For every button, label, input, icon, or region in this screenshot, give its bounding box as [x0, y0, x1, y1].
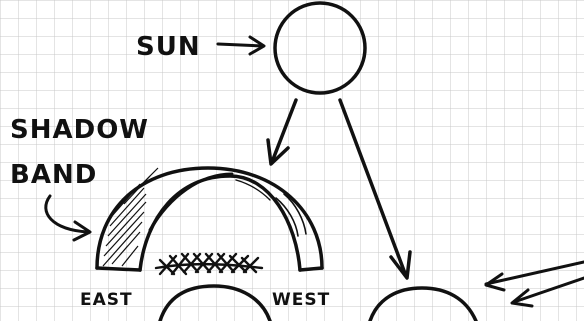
shadow-band-label-line2: BAND — [10, 160, 97, 190]
sun-label: SUN — [136, 32, 201, 62]
east-label: EAST — [80, 290, 133, 310]
west-label: WEST — [272, 290, 330, 310]
shadow-band-label-line1: SHADOW — [10, 115, 149, 145]
